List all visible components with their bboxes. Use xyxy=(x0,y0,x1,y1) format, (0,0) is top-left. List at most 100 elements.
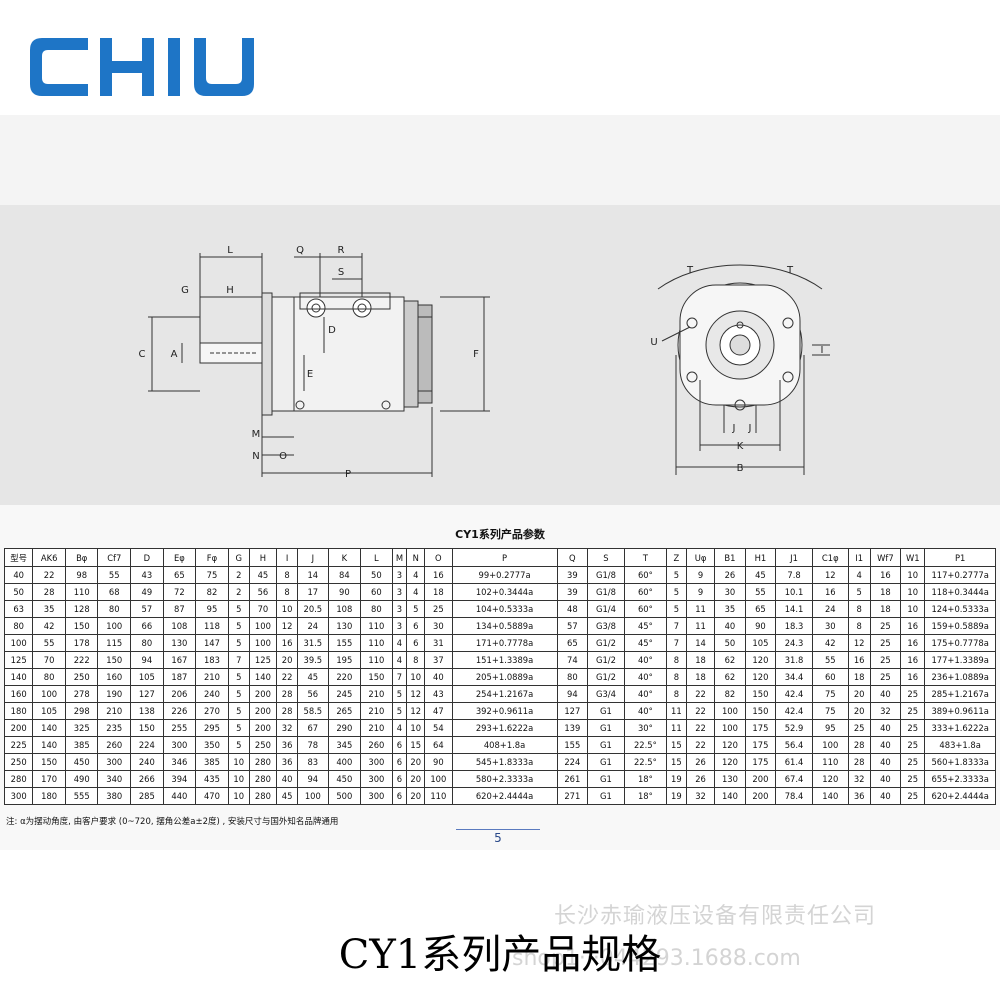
table-cell: 8 xyxy=(276,583,299,601)
table-cell: 7 xyxy=(665,617,687,635)
table-cell: 3 xyxy=(391,617,408,635)
table-cell: 210 xyxy=(360,702,393,720)
table-cell: 385 xyxy=(64,736,99,754)
table-cell: 75 xyxy=(811,702,849,720)
table-cell: 80 xyxy=(556,668,589,686)
table-cell: 20 xyxy=(406,753,426,771)
dim-label: U xyxy=(650,337,657,348)
table-cell: 104+0.5333a xyxy=(451,600,558,618)
table-cell: G3/8 xyxy=(587,617,625,635)
table-cell: G1/2 xyxy=(587,634,625,652)
table-cell: 280 xyxy=(3,770,34,788)
table-cell: 175 xyxy=(744,753,777,771)
table-cell: 345 xyxy=(327,736,362,754)
table-cell: 435 xyxy=(195,770,229,788)
table-cell: 150 xyxy=(64,617,99,635)
table-cell: 10 xyxy=(900,566,926,584)
table-cell: 120 xyxy=(714,736,746,754)
table-cell: 22 xyxy=(685,719,716,737)
table-cell: 127 xyxy=(556,702,589,720)
table-cell: 20.5 xyxy=(297,600,329,618)
table-cell: 14 xyxy=(297,566,329,584)
table-cell: 260 xyxy=(360,736,393,754)
table-cell: 7 xyxy=(391,668,408,686)
table-cell: G1/2 xyxy=(587,668,625,686)
table-cell: G1/8 xyxy=(587,566,625,584)
table-cell: 300 xyxy=(360,770,393,788)
table-cell: 19 xyxy=(665,770,687,788)
table-cell: 82 xyxy=(714,685,746,703)
column-header: W1 xyxy=(900,548,926,567)
table-cell: 10 xyxy=(276,600,299,618)
table-cell: 108 xyxy=(162,617,197,635)
table-cell: 87 xyxy=(162,600,197,618)
table-cell: 42.4 xyxy=(775,685,813,703)
table-cell: 115 xyxy=(97,634,132,652)
table-cell: 25 xyxy=(869,634,902,652)
table-cell: 500 xyxy=(327,787,362,805)
table-cell: 187 xyxy=(162,668,197,686)
table-cell: 45 xyxy=(276,787,299,805)
table-cell: 175 xyxy=(744,719,777,737)
table-cell: 60° xyxy=(623,583,667,601)
table-cell: 102+0.3444a xyxy=(451,583,558,601)
table-cell: 100 xyxy=(714,702,746,720)
table-cell: 105 xyxy=(130,668,164,686)
table-cell: 20 xyxy=(847,702,871,720)
table-cell: 20 xyxy=(847,685,871,703)
table-cell: 170 xyxy=(32,770,66,788)
table-cell: 56 xyxy=(297,685,329,703)
table-cell: 150 xyxy=(744,685,777,703)
table-cell: 40° xyxy=(623,702,667,720)
table-cell: 210 xyxy=(360,719,393,737)
table-cell: 62 xyxy=(714,668,746,686)
table-cell: 35 xyxy=(32,600,66,618)
table-cell: 55 xyxy=(811,651,849,669)
table-cell: 60 xyxy=(360,583,393,601)
table-cell: G1 xyxy=(587,770,625,788)
table-cell: 43 xyxy=(424,685,453,703)
table-cell: 18 xyxy=(869,583,902,601)
table-cell: 7 xyxy=(227,651,250,669)
table-cell: 22.5° xyxy=(623,753,667,771)
column-header: H1 xyxy=(744,548,777,567)
table-cell: 10 xyxy=(227,753,250,771)
table-cell: 25 xyxy=(900,702,926,720)
table-cell: 75 xyxy=(811,685,849,703)
table-cell: 39 xyxy=(556,583,589,601)
table-cell: 255 xyxy=(162,719,197,737)
table-cell: 67.4 xyxy=(775,770,813,788)
table-cell: 40 xyxy=(276,770,299,788)
table-cell: 82 xyxy=(195,583,229,601)
table-cell: 130 xyxy=(327,617,362,635)
table-cell: 36 xyxy=(847,787,871,805)
table-cell: 200 xyxy=(3,719,34,737)
table-cell: 300 xyxy=(360,787,393,805)
table-cell: 80 xyxy=(3,617,34,635)
dim-label: O xyxy=(279,451,287,462)
table-cell: 32 xyxy=(685,787,716,805)
table-cell: 70 xyxy=(32,651,66,669)
table-cell: 6 xyxy=(391,736,408,754)
table-cell: 35 xyxy=(714,600,746,618)
column-header: K xyxy=(327,548,362,567)
table-cell: 64 xyxy=(424,736,453,754)
table-cell: 224 xyxy=(130,736,164,754)
table-cell: 18 xyxy=(869,600,902,618)
table-cell: 150 xyxy=(97,651,132,669)
table-cell: 408+1.8a xyxy=(451,736,558,754)
table-cell: 10 xyxy=(406,668,426,686)
table-cell: 55 xyxy=(32,634,66,652)
table-cell: 222 xyxy=(64,651,99,669)
column-header: B1 xyxy=(714,548,746,567)
table-cell: 183 xyxy=(195,651,229,669)
table-cell: 12 xyxy=(847,634,871,652)
table-cell: 7 xyxy=(665,634,687,652)
table-cell: 225 xyxy=(3,736,34,754)
table-cell: 5 xyxy=(665,566,687,584)
